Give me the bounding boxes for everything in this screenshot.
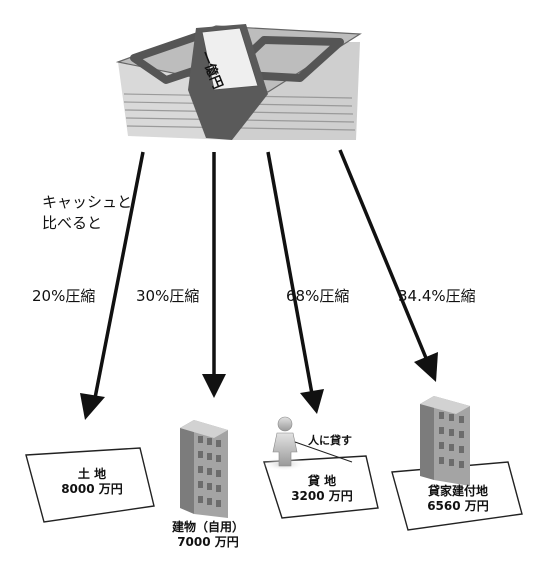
intro-line-2: 比べると	[42, 214, 103, 232]
building-label: 建物（自用） 7000 万円	[160, 520, 256, 550]
lease-note: 人に貸す	[308, 434, 352, 447]
lease-pointer-line	[294, 441, 353, 463]
building-value: 7000 万円	[177, 535, 239, 549]
money-bundle-icon	[115, 24, 362, 140]
land-name: 土 地	[77, 467, 107, 481]
land-value: 8000 万円	[61, 482, 123, 496]
compression-building: 30%圧縮	[136, 287, 200, 305]
arrow-to-land	[80, 151, 145, 420]
land-label: 土 地 8000 万円	[52, 467, 132, 497]
building-name: 建物（自用）	[171, 520, 244, 534]
leased-land-plot	[263, 455, 379, 519]
leased-land-name: 貸 地	[307, 474, 337, 488]
arrow-to-rental-land	[338, 149, 438, 382]
arrow-to-leased-land	[266, 151, 324, 414]
rental-land-name: 貸家建付地	[427, 484, 488, 498]
leased-land-value: 3200 万円	[291, 489, 353, 503]
rental-land-label: 貸家建付地 6560 万円	[408, 484, 508, 514]
rental-land-value: 6560 万円	[427, 499, 489, 513]
intro-line-1: キャッシュと	[42, 193, 133, 211]
rental-building-icon	[420, 396, 470, 486]
building-self-use-icon	[180, 420, 228, 518]
land-plot	[25, 447, 155, 523]
leased-land-label: 貸 地 3200 万円	[282, 474, 362, 504]
compression-leased-land: 68%圧縮	[286, 287, 350, 305]
compression-land: 20%圧縮	[32, 287, 96, 305]
person-icon	[262, 416, 306, 471]
arrow-to-building	[202, 152, 226, 398]
compression-rental-land: 34.4%圧縮	[398, 287, 476, 305]
